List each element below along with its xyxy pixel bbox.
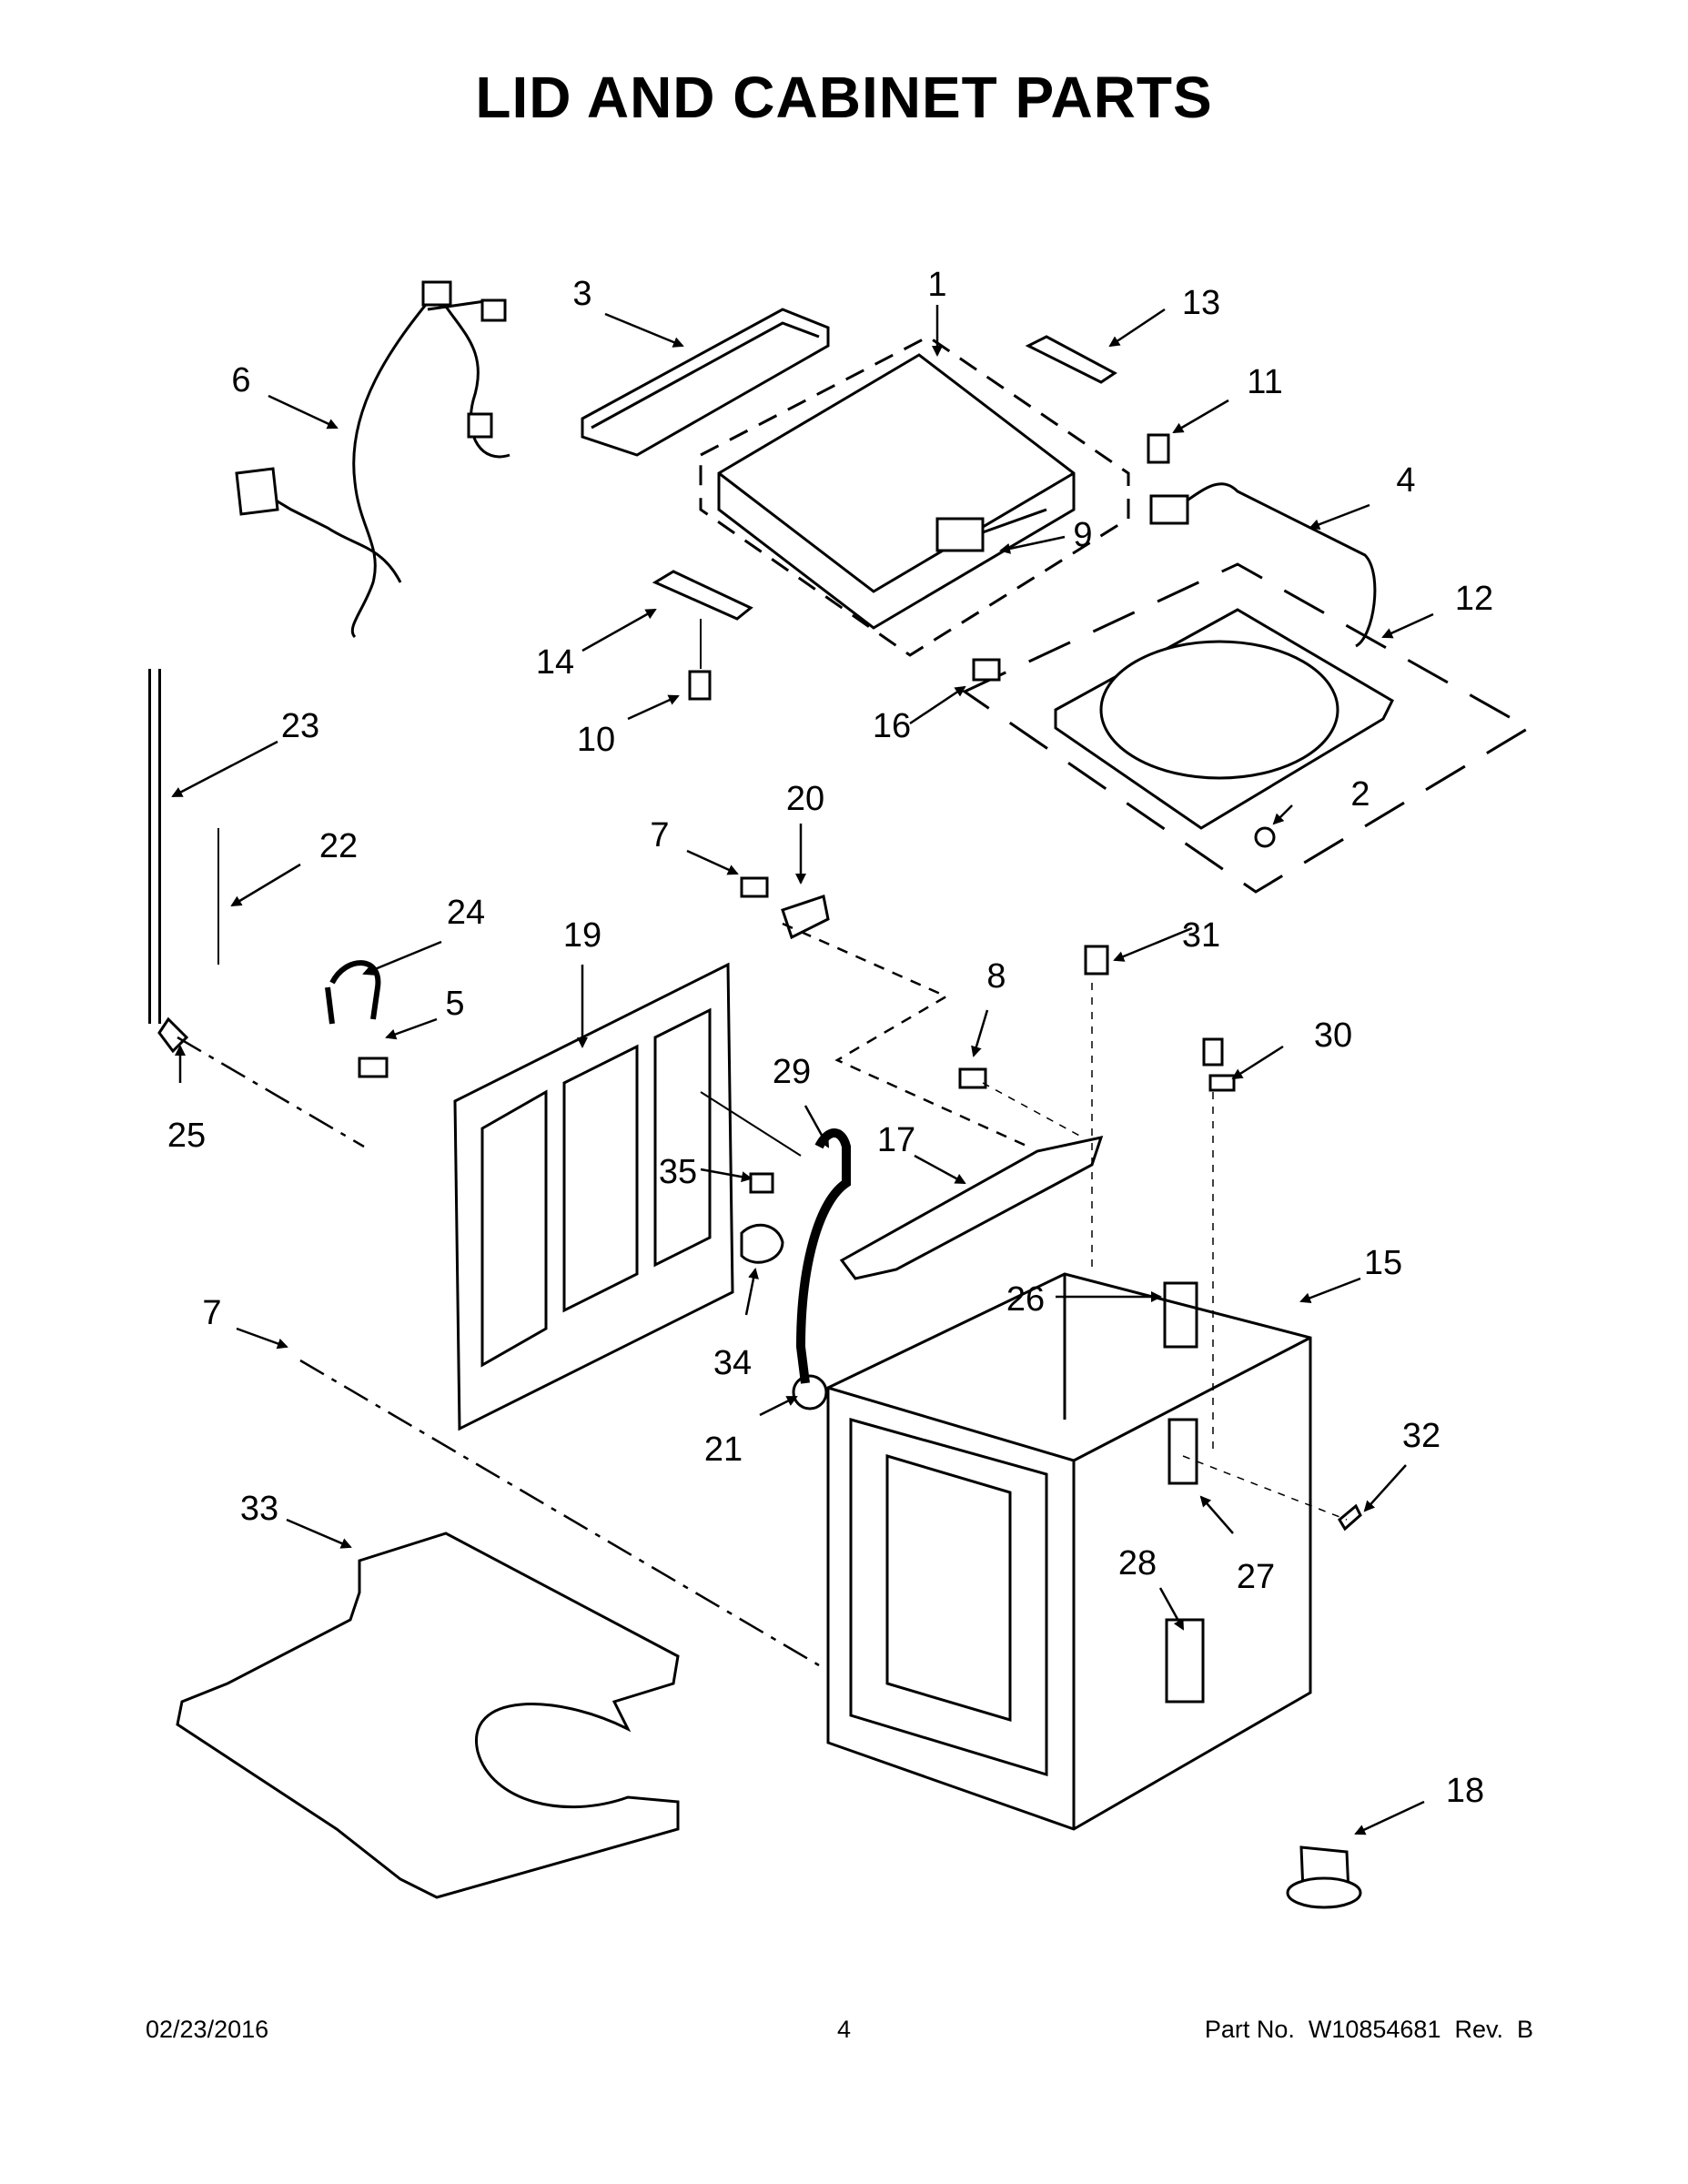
callout-11: 11 — [1247, 363, 1282, 401]
footer-part-number: Part No. W10854681 Rev. B — [1204, 2016, 1533, 2043]
callout-23: 23 — [281, 707, 319, 745]
callout-5: 5 — [445, 985, 464, 1023]
screw-8 — [958, 1067, 987, 1089]
screw-31 — [1084, 945, 1109, 976]
inlet-hose-part — [795, 1128, 851, 1384]
callout-26: 26 — [1006, 1280, 1045, 1319]
clip-30 — [1208, 1074, 1236, 1092]
clip-34 — [740, 1223, 784, 1264]
callout-10: 10 — [577, 721, 615, 759]
callout-30: 30 — [1314, 1016, 1352, 1055]
lid-switch-part — [1173, 482, 1377, 648]
callout-12: 12 — [1455, 580, 1493, 618]
callout-14: 14 — [536, 643, 574, 682]
bumper-2 — [1254, 826, 1276, 848]
callout-1: 1 — [927, 266, 946, 304]
wire-harness-part — [245, 290, 510, 639]
screw-10 — [688, 670, 712, 701]
callout-34: 34 — [713, 1344, 752, 1382]
callout-16: 16 — [873, 707, 911, 745]
screw-7-top — [740, 876, 769, 898]
cabinet-part — [826, 1272, 1312, 1831]
callout-3: 3 — [572, 275, 591, 313]
screw-11 — [1147, 433, 1170, 464]
hose-clamp-25 — [157, 1016, 189, 1054]
callout-24: 24 — [447, 894, 485, 932]
screw-32 — [1338, 1503, 1362, 1532]
footer-page-number: 4 — [836, 2016, 852, 2043]
leveling-leg-part — [1286, 1845, 1362, 1909]
screw-5 — [358, 1057, 389, 1078]
base-pad-part — [176, 1532, 680, 1899]
callout-18: 18 — [1446, 1772, 1484, 1810]
callout-32: 32 — [1402, 1417, 1440, 1455]
clamp-21 — [792, 1374, 828, 1410]
callout-15: 15 — [1364, 1244, 1402, 1282]
screw-16 — [972, 658, 1001, 682]
callout-9: 9 — [1073, 516, 1092, 554]
page-title: LID AND CABINET PARTS — [475, 65, 1213, 130]
cabinet-top-part — [961, 562, 1531, 894]
bracket-20 — [781, 895, 830, 940]
callout-22: 22 — [319, 827, 358, 865]
callout-29: 29 — [773, 1053, 811, 1091]
callout-19: 19 — [563, 916, 601, 955]
hinge-part-13 — [1025, 335, 1117, 384]
callout-20: 20 — [786, 780, 824, 818]
callout-13: 13 — [1182, 284, 1220, 322]
callout-2: 2 — [1350, 775, 1370, 814]
callout-7a: 7 — [650, 816, 669, 854]
lid-trim-part — [581, 308, 830, 457]
callout-33: 33 — [240, 1490, 278, 1528]
hinge-part-14 — [652, 570, 753, 621]
callout-7b: 7 — [202, 1294, 221, 1332]
elbow-24 — [325, 960, 381, 1025]
callout-28: 28 — [1118, 1544, 1157, 1582]
callout-4: 4 — [1396, 461, 1415, 500]
screw-35 — [749, 1172, 774, 1194]
rear-panel-part — [453, 962, 734, 1431]
callout-21: 21 — [704, 1431, 743, 1469]
screw-30 — [1202, 1037, 1224, 1067]
footer-date: 02/23/2016 — [146, 2016, 269, 2043]
callout-17: 17 — [877, 1121, 915, 1159]
callout-8: 8 — [986, 957, 1006, 996]
callout-27: 27 — [1237, 1558, 1275, 1596]
callout-25: 25 — [167, 1117, 206, 1155]
lid-part — [699, 335, 1130, 657]
callout-31: 31 — [1182, 916, 1220, 955]
callout-35: 35 — [659, 1153, 697, 1191]
callout-6: 6 — [231, 361, 250, 399]
